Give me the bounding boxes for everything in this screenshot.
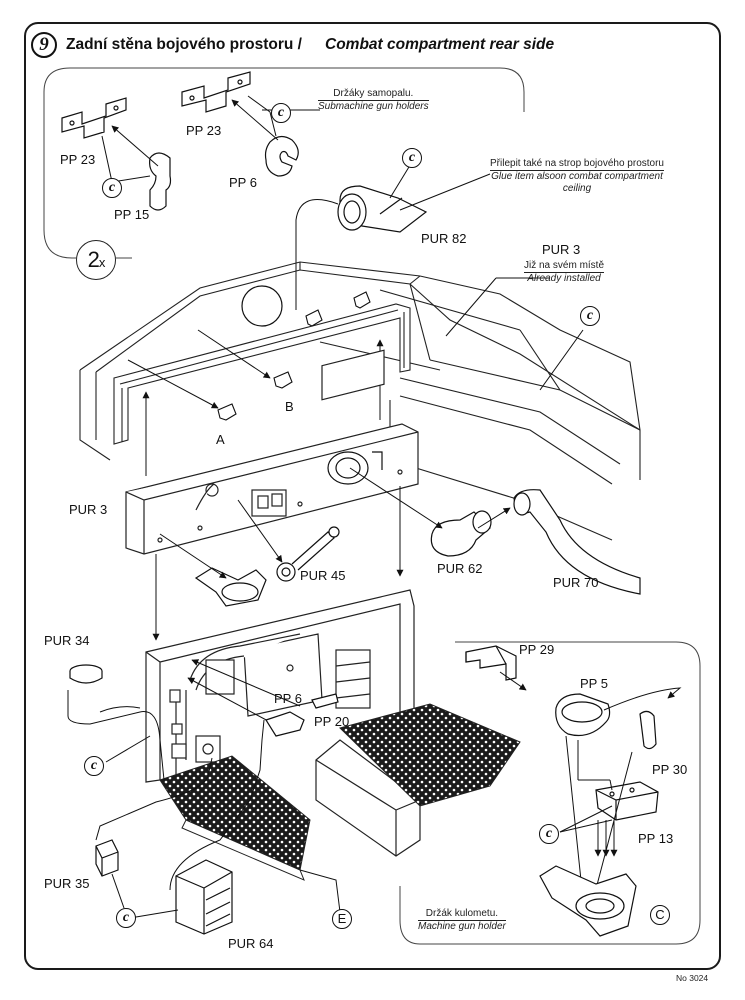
note-installed-en: Already installed (527, 273, 601, 284)
part-pp15 (149, 152, 172, 211)
part-pp20 (265, 693, 339, 737)
note-glue: Přilepit také na strop bojového prostoru… (490, 158, 664, 195)
note-smg-holders-en: Submachine gun holders (318, 101, 429, 112)
circle-letter-c: C (650, 905, 670, 925)
part-pur62 (430, 510, 492, 557)
label-pp29: PP 29 (519, 642, 555, 657)
quantity-2x-badge: 2x (76, 240, 116, 280)
label-pur34: PUR 34 (44, 633, 90, 648)
label-pur62: PUR 62 (437, 561, 483, 576)
cement-symbol: c (116, 908, 136, 928)
smg-holder-callout-boundary (43, 67, 525, 259)
label-pp20: PP 20 (314, 714, 350, 729)
label-a: A (216, 432, 225, 447)
label-pp6-lower: PP 6 (274, 691, 302, 706)
part-pp23-right (181, 71, 251, 113)
part-pp30 (639, 710, 657, 750)
label-pp23-right: PP 23 (186, 123, 222, 138)
part-pp13 (595, 781, 659, 821)
note-glue-en-2: ceiling (562, 183, 592, 194)
label-pp23-left: PP 23 (60, 152, 96, 167)
label-b: B (285, 399, 294, 414)
quantity-number: 2 (87, 247, 100, 272)
note-glue-en-1: Glue item alsoon combat compartment (491, 171, 663, 182)
cement-symbol: c (84, 756, 104, 776)
note-installed: Již na svém místě Already installed (524, 260, 605, 285)
label-pur3-top: PUR 3 (542, 242, 581, 257)
note-mg-holder: Držák kulometu. Machine gun holder (418, 908, 506, 933)
cement-symbol: c (271, 103, 291, 123)
label-pur82: PUR 82 (421, 231, 467, 246)
part-pur34 (69, 664, 103, 684)
label-pp30: PP 30 (652, 762, 688, 777)
part-holder-under-bracket (194, 567, 267, 607)
label-pur45: PUR 45 (300, 568, 346, 583)
cement-symbol: c (539, 824, 559, 844)
label-pur3-left: PUR 3 (69, 502, 108, 517)
note-installed-cz: Již na svém místě (524, 260, 605, 273)
hatch-ring (241, 285, 283, 327)
circle-letter-e: E (332, 909, 352, 929)
installed-frame-pur3 (113, 303, 411, 445)
installed-holders (217, 291, 371, 421)
part-pp5 (555, 693, 611, 737)
note-mg-holder-cz: Držák kulometu. (418, 908, 506, 921)
sheet-number: No 3024 (676, 973, 709, 983)
bracket-ring (327, 451, 383, 485)
title-czech: Zadní stěna bojového prostoru / (66, 36, 302, 53)
part-mg-holder-assembly (539, 865, 637, 937)
floor-plate-right (339, 703, 521, 807)
quantity-x: x (98, 255, 105, 270)
label-pp13: PP 13 (638, 831, 674, 846)
part-pp6 (264, 135, 299, 177)
mg-holder-callout-boundary (399, 641, 701, 945)
label-pp5: PP 5 (580, 676, 608, 691)
note-mg-holder-en: Machine gun holder (418, 921, 506, 932)
note-smg-holders: Držáky samopalu. Submachine gun holders (318, 88, 429, 113)
part-pp23-left (61, 97, 127, 139)
part-pur45 (276, 526, 340, 582)
step-number-badge: 9 (31, 32, 57, 58)
part-pur82 (337, 185, 428, 233)
part-pur35 (95, 839, 119, 877)
label-pp6-top: PP 6 (229, 175, 257, 190)
title-english: Combat compartment rear side (325, 36, 555, 53)
rear-panel (145, 589, 421, 857)
part-pp29 (465, 645, 517, 681)
page-frame (24, 22, 721, 970)
part-pur70 (513, 489, 641, 595)
cement-symbol: c (580, 306, 600, 326)
label-pur70: PUR 70 (553, 575, 599, 590)
floor-plate-left (159, 755, 311, 881)
note-smg-holders-cz: Držáky samopalu. (318, 88, 429, 101)
cement-symbol: c (402, 148, 422, 168)
note-glue-cz: Přilepit také na strop bojového prostoru (490, 158, 664, 171)
label-pur64: PUR 64 (228, 936, 274, 951)
label-pp15: PP 15 (114, 207, 150, 222)
cement-symbol: c (102, 178, 122, 198)
part-pur64 (175, 859, 233, 935)
label-pur35: PUR 35 (44, 876, 90, 891)
